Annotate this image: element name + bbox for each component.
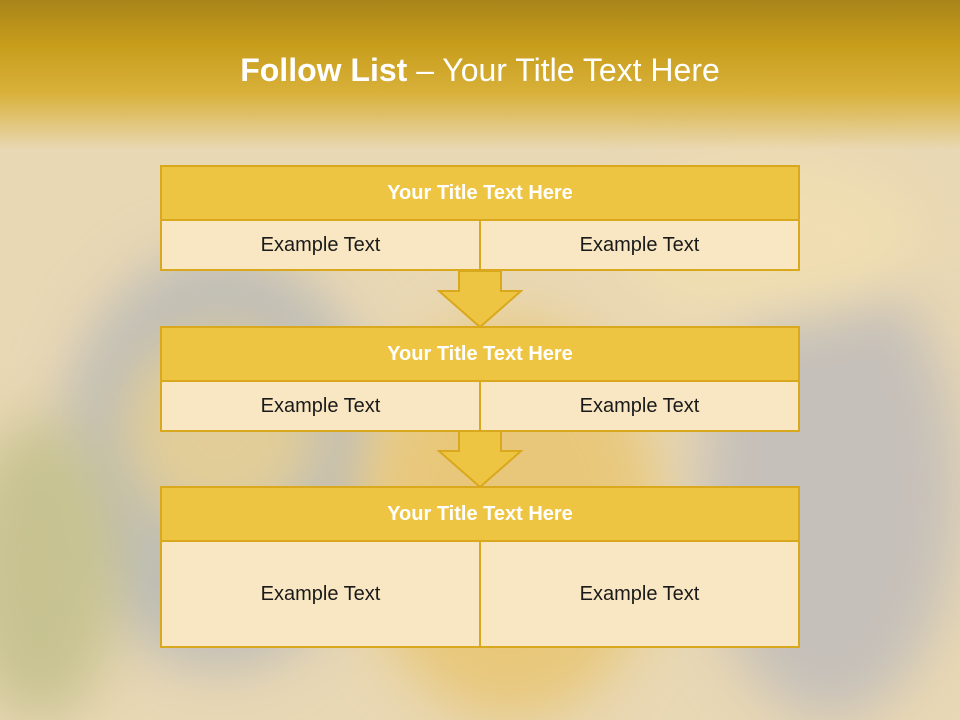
block-title: Your Title Text Here [160,326,800,382]
list-block-1: Your Title Text Here Example Text Exampl… [160,165,800,271]
down-arrow-2 [437,431,523,489]
block-cell-left: Example Text [160,382,481,432]
block-row: Example Text Example Text [160,542,800,648]
down-arrow-1 [437,271,523,329]
title-rest-part: – Your Title Text Here [416,52,720,88]
block-row: Example Text Example Text [160,382,800,432]
block-title: Your Title Text Here [160,486,800,542]
block-cell-left: Example Text [160,542,481,648]
block-title: Your Title Text Here [160,165,800,221]
slide-title: Follow List – Your Title Text Here [0,52,960,89]
list-block-2: Your Title Text Here Example Text Exampl… [160,326,800,432]
title-bold-part: Follow List [240,52,408,88]
block-cell-right: Example Text [481,221,800,271]
list-block-3: Your Title Text Here Example Text Exampl… [160,486,800,648]
title-banner [0,0,960,150]
block-cell-right: Example Text [481,542,800,648]
block-row: Example Text Example Text [160,221,800,271]
block-cell-left: Example Text [160,221,481,271]
block-cell-right: Example Text [481,382,800,432]
